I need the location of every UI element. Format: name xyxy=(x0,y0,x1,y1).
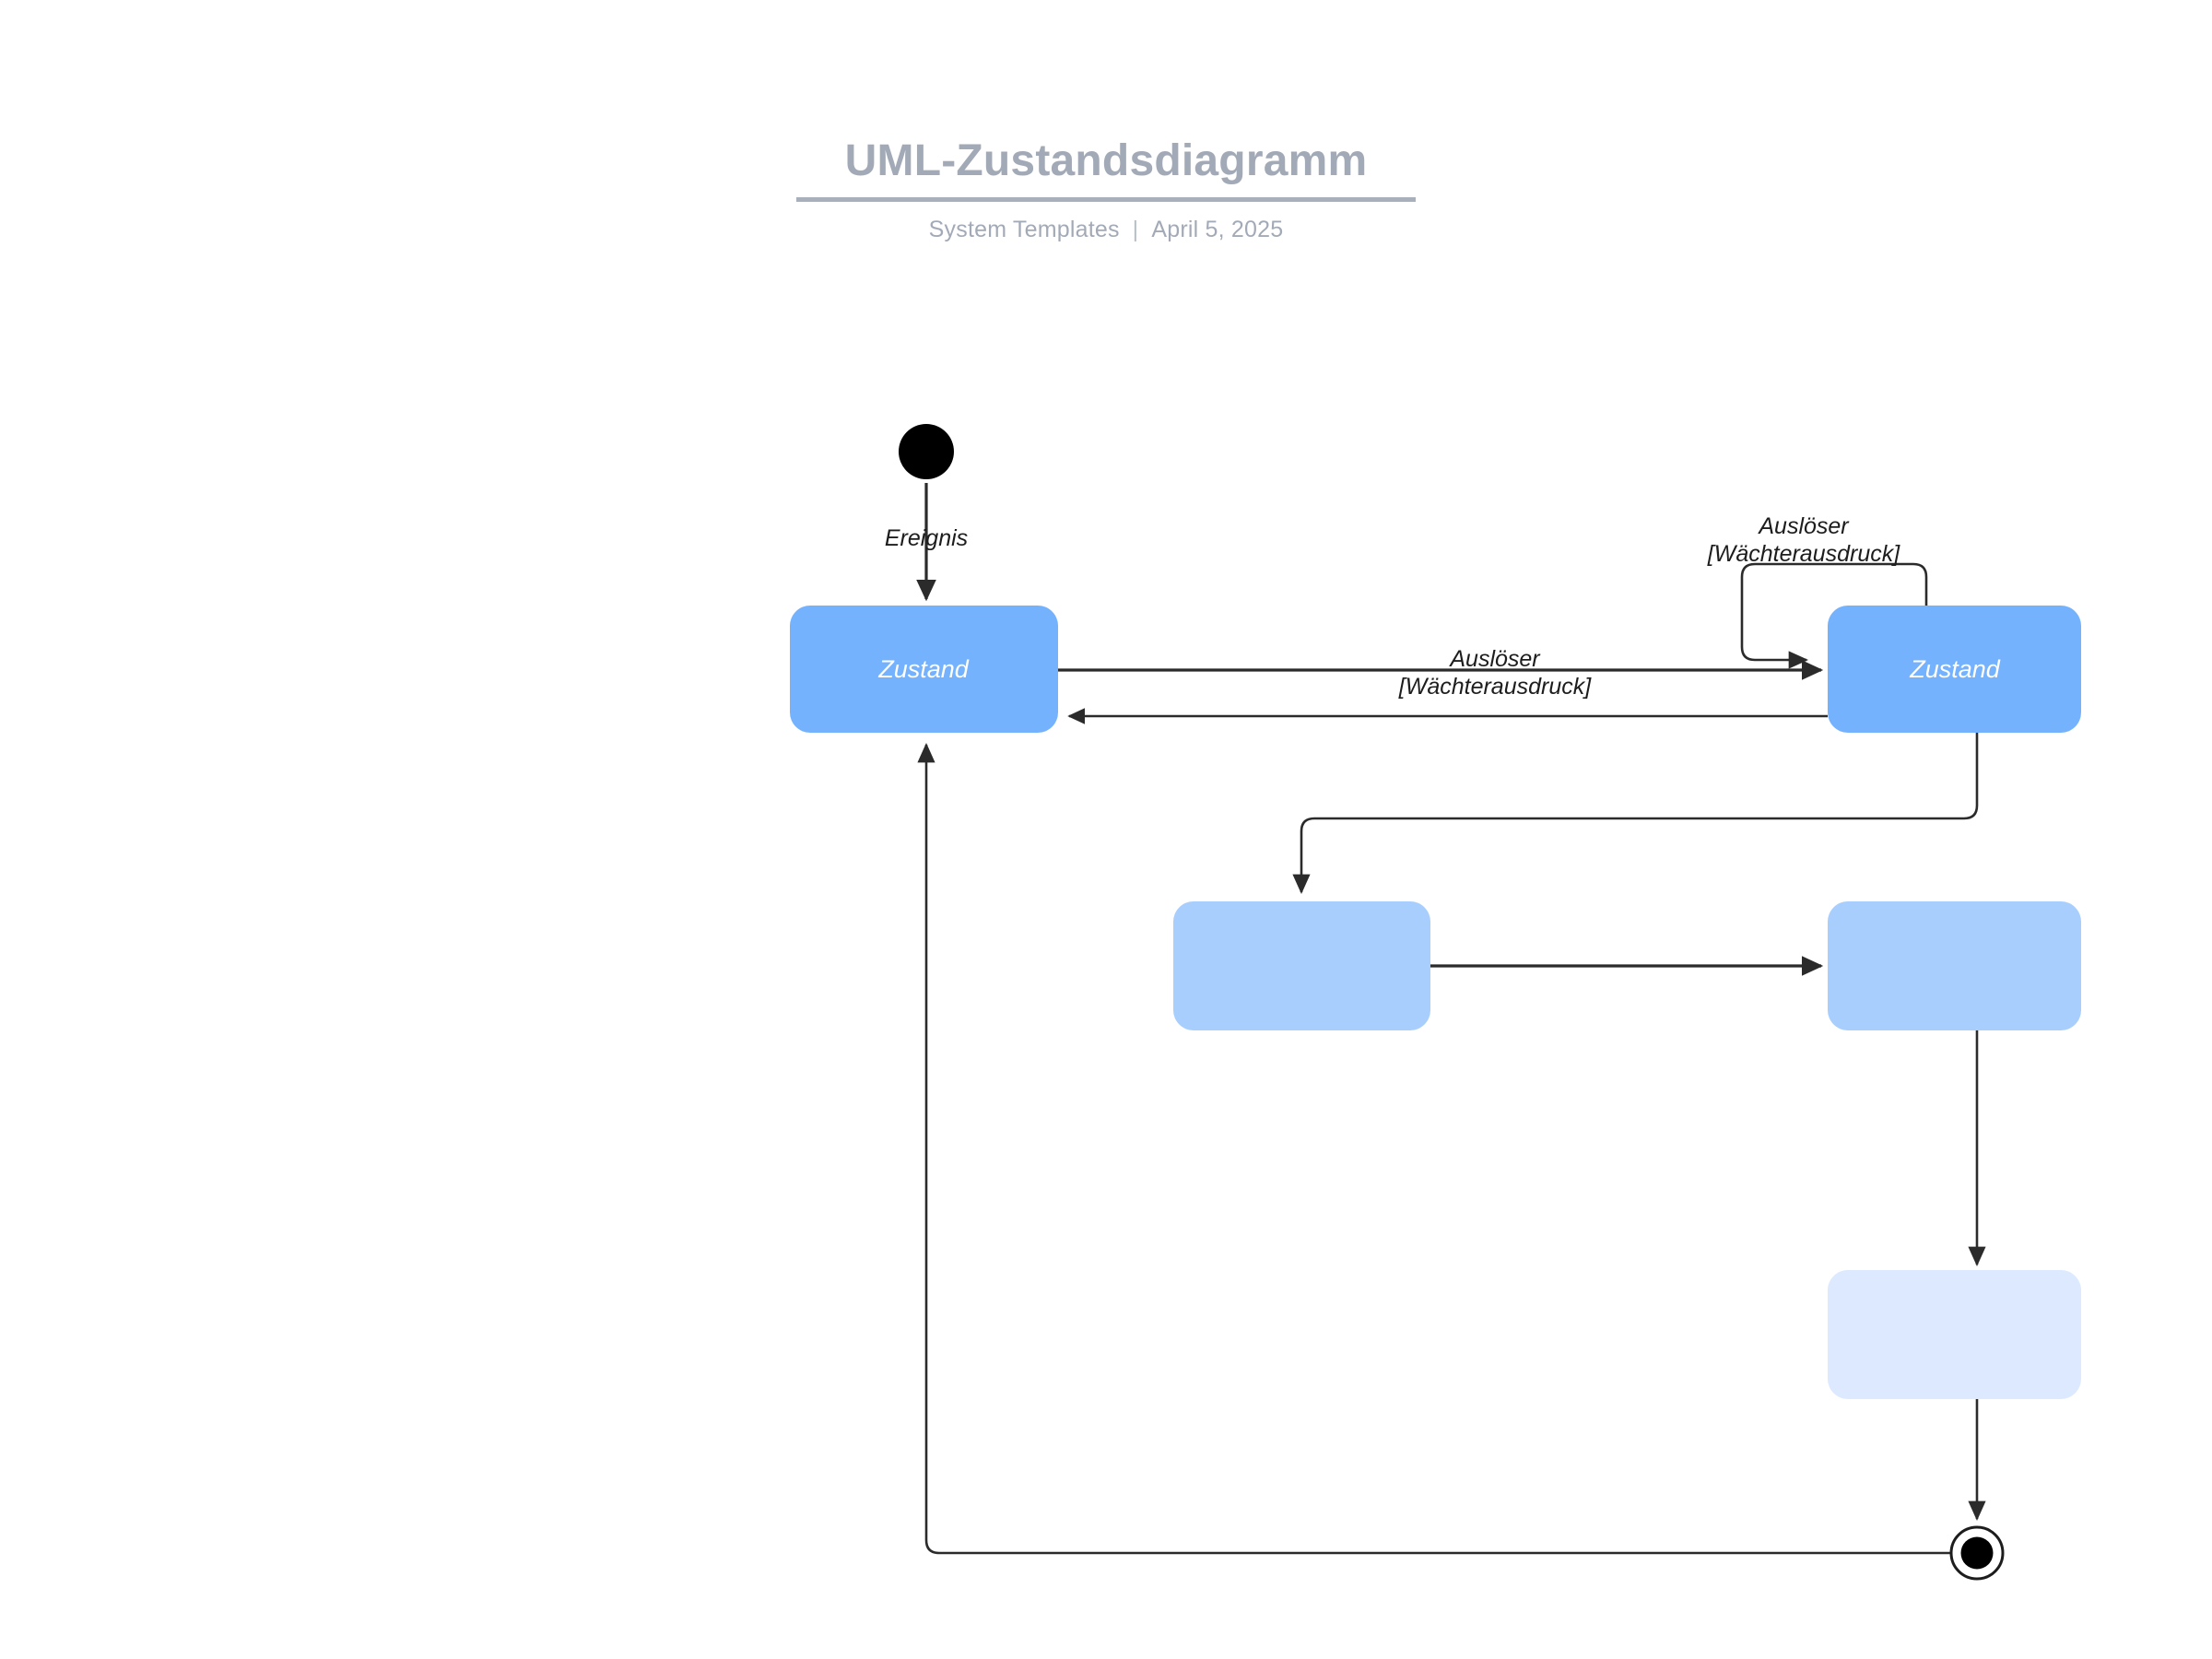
subtitle-source: System Templates xyxy=(928,217,1120,243)
document-header: UML-Zustandsdiagramm System Templates | Ap… xyxy=(0,136,2212,243)
transition-state2-to-state3 xyxy=(1292,733,1979,895)
initial-state-node[interactable] xyxy=(899,424,954,479)
self-loop-label-trigger: Auslöser xyxy=(1757,513,1850,539)
state-box[interactable] xyxy=(790,606,1058,733)
state-node-state1[interactable]: Zustand xyxy=(790,606,1058,733)
document-subtitle: System Templates | April 5, 2025 xyxy=(0,217,2212,243)
page-title: UML-Zustandsdiagramm xyxy=(844,136,1368,185)
final-state-node[interactable] xyxy=(1949,1525,2005,1581)
state-node-state3[interactable] xyxy=(1173,901,1430,1030)
transition-label-ereignis: Ereignis xyxy=(885,525,968,551)
transition-line xyxy=(1740,562,1928,669)
transition-initial-to-state1: Ereignis xyxy=(885,483,968,602)
self-loop-label-guard: [Wächterausdruck] xyxy=(1707,541,1900,567)
initial-state-circle[interactable] xyxy=(899,424,954,479)
state-box[interactable] xyxy=(1828,606,2081,733)
state-label: Zustand xyxy=(877,655,970,683)
state-node-state5[interactable] xyxy=(1828,1270,2081,1399)
title-divider xyxy=(796,197,1416,203)
transition-label-group-middle: Auslöser [Wächterausdruck] xyxy=(1398,646,1592,700)
state-node-state2[interactable]: Zustand xyxy=(1828,606,2081,733)
transition-line xyxy=(917,742,1951,1555)
subtitle-date: April 5, 2025 xyxy=(1151,217,1284,243)
final-state-inner-circle[interactable] xyxy=(1960,1536,1994,1570)
transition-line xyxy=(1292,733,1979,895)
transition-label-trigger: Auslöser xyxy=(1448,646,1541,672)
transition-state2-self-loop: Auslöser [Wächterausdruck] xyxy=(1707,513,1928,669)
subtitle-separator: | xyxy=(1132,217,1139,243)
state-box[interactable] xyxy=(1828,901,2081,1030)
transition-label-guard: [Wächterausdruck] xyxy=(1398,674,1592,700)
state-box[interactable] xyxy=(1173,901,1430,1030)
state-node-state4[interactable] xyxy=(1828,901,2081,1030)
state-box[interactable] xyxy=(1828,1270,2081,1399)
state-label: Zustand xyxy=(1909,655,2001,683)
transition-final-to-state1 xyxy=(917,742,1951,1555)
